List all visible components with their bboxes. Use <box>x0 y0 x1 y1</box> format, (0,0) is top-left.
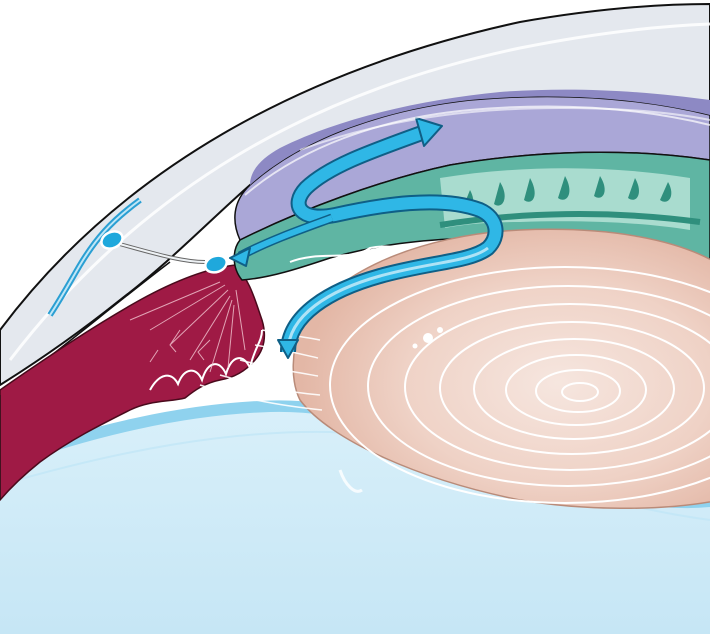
lens-highlight <box>423 333 433 343</box>
